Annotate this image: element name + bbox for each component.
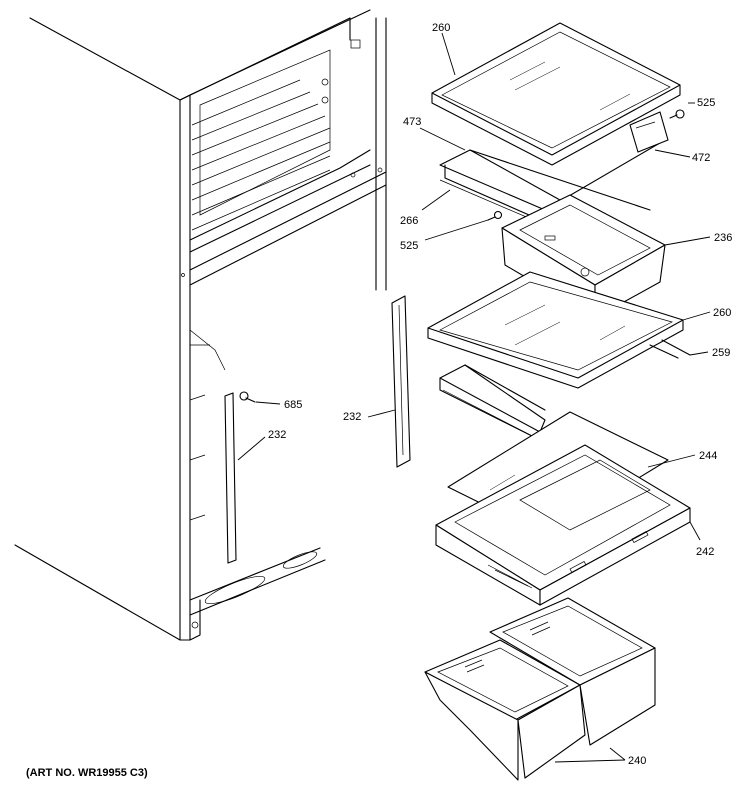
callout-525-lower: 525: [400, 240, 418, 252]
callout-260-middle: 260: [713, 307, 731, 319]
callout-266: 266: [400, 215, 418, 227]
screw-525-upper: [669, 109, 685, 119]
refrigerator-cabinet: [14, 9, 387, 641]
callout-472: 472: [692, 152, 710, 164]
crisper-pan-left: [424, 639, 586, 781]
screw-525-lower: [487, 210, 503, 221]
callout-labels: 260 525 473 472 266 525 236 260 259 685 …: [268, 22, 732, 767]
top-glass-shelf: [431, 22, 681, 166]
crisper-pan-right: [489, 597, 656, 746]
callout-242: 242: [696, 546, 714, 558]
callout-685: 685: [284, 399, 302, 411]
art-number: (ART NO. WR19955 C3): [26, 767, 148, 779]
leader-lines: [237, 32, 711, 763]
callout-525-upper: 525: [697, 97, 715, 109]
callout-232-left: 232: [268, 429, 286, 441]
callout-473: 473: [403, 116, 421, 128]
callout-236: 236: [714, 232, 732, 244]
crisper-frame: [435, 444, 691, 606]
shelf-support-left: [224, 392, 237, 564]
shelf-frame-lower: [439, 339, 691, 441]
callout-260-top: 260: [432, 22, 450, 34]
callout-244: 244: [699, 450, 717, 462]
screw-685: [239, 391, 256, 403]
callout-259: 259: [712, 347, 730, 359]
callout-240: 240: [628, 755, 646, 767]
callout-232-center: 232: [343, 411, 361, 423]
shelf-support-center: [391, 295, 411, 468]
